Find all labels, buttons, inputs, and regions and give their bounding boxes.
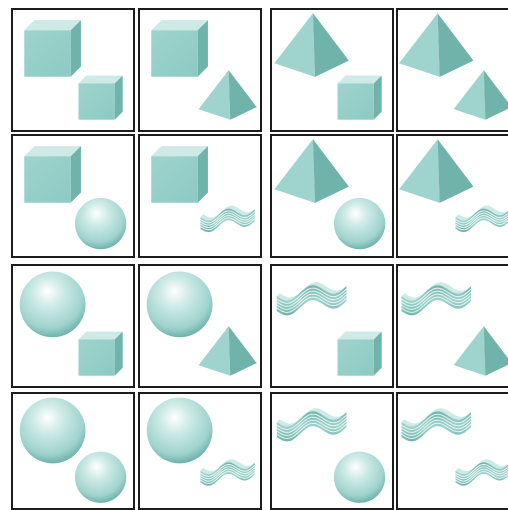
- wave-icon: [277, 282, 350, 315]
- grid-cell: [138, 8, 262, 132]
- grid-cell: [396, 264, 508, 388]
- sphere-icon: [75, 452, 126, 503]
- sphere-icon: [147, 398, 213, 464]
- pyramid-icon: [399, 139, 473, 203]
- grid-cell: [138, 392, 262, 510]
- sphere-icon: [334, 198, 385, 249]
- grid-cell: [11, 264, 135, 388]
- grid-cell: [11, 134, 135, 258]
- sphere-icon: [147, 271, 213, 337]
- wave-icon: [456, 206, 508, 232]
- grid-cell: [270, 264, 394, 388]
- pyramid-icon: [199, 326, 257, 376]
- pyramid-icon: [454, 326, 508, 376]
- pyramid-icon: [199, 70, 257, 120]
- cube-icon: [24, 146, 81, 203]
- wave-icon: [456, 459, 508, 485]
- grid-cell: [270, 392, 394, 510]
- wave-icon: [200, 459, 257, 485]
- grid-cell: [138, 264, 262, 388]
- sphere-icon: [20, 398, 86, 464]
- cube-icon: [78, 75, 122, 119]
- wave-icon: [277, 408, 349, 441]
- grid-cell: [138, 134, 262, 258]
- cube-icon: [24, 20, 81, 77]
- grid-cell: [396, 8, 508, 132]
- pyramid-icon: [399, 13, 473, 77]
- sphere-icon: [75, 198, 126, 249]
- cube-icon: [151, 20, 208, 77]
- pyramid-icon: [274, 139, 349, 203]
- grid-cell: [11, 8, 135, 132]
- grid-cell: [11, 392, 135, 510]
- pyramid-icon: [454, 70, 508, 120]
- pyramid-icon: [274, 13, 349, 77]
- wave-icon: [200, 206, 257, 233]
- sphere-icon: [334, 452, 385, 503]
- cube-icon: [337, 75, 381, 119]
- cube-icon: [337, 331, 381, 375]
- grid-cell: [270, 8, 394, 132]
- grid-cell: [396, 134, 508, 258]
- grid-cell: [396, 392, 508, 510]
- wave-icon: [401, 282, 473, 315]
- cube-icon: [151, 146, 208, 203]
- sphere-icon: [20, 271, 86, 337]
- wave-icon: [402, 408, 474, 441]
- grid-cell: [270, 134, 394, 258]
- cube-icon: [78, 331, 122, 375]
